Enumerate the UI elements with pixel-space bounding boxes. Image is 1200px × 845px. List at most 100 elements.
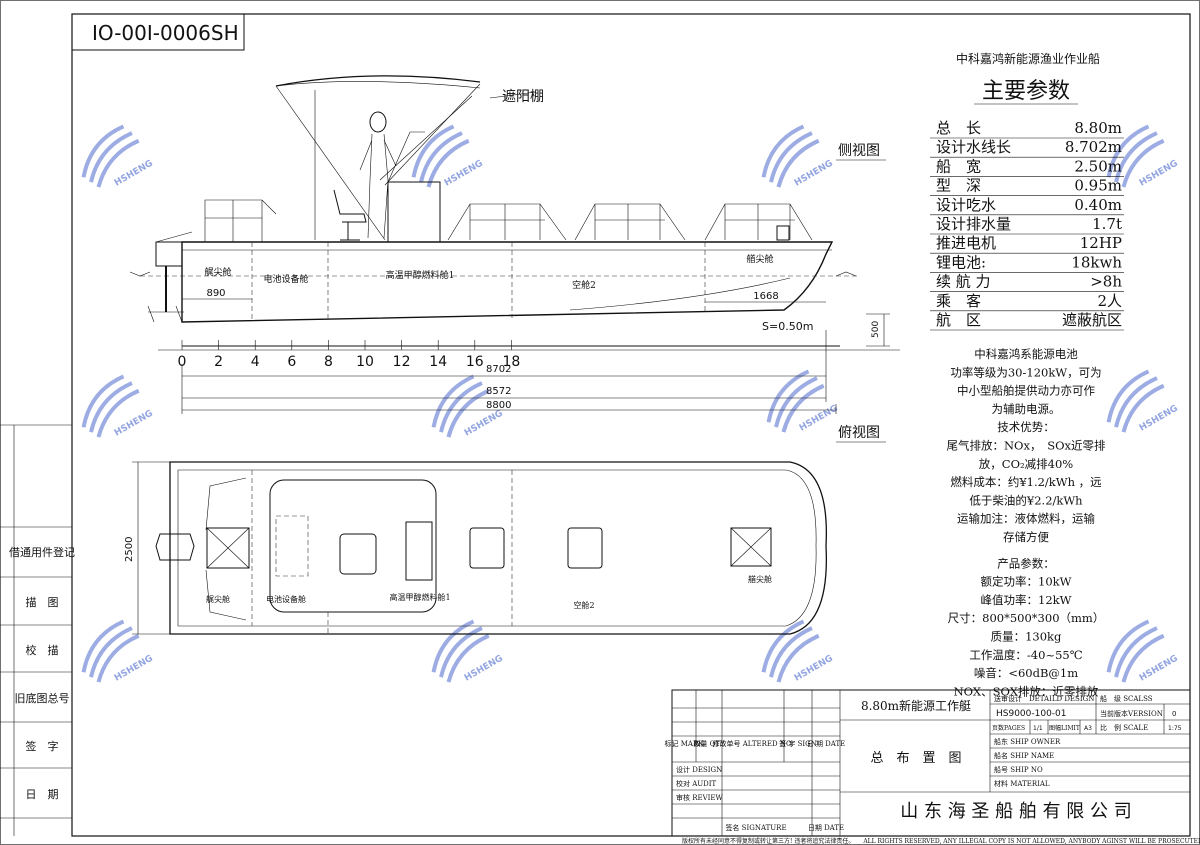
frame-spacing-label: S=0.50m <box>762 320 813 333</box>
watermark-logo: HSHENG <box>1106 369 1180 434</box>
description-line: 燃料成本：约¥1.2/kWh ，远 <box>950 475 1102 489</box>
tb-paper-label: 图幅LIMIT <box>1049 724 1080 732</box>
svg-text:HSHENG: HSHENG <box>463 654 505 684</box>
sunshade-strut <box>384 83 481 186</box>
svg-text:HSHENG: HSHENG <box>463 409 505 439</box>
tb-stage: 送审设计 DETAILD DESIGN <box>994 694 1094 703</box>
svg-text:HSHENG: HSHENG <box>1138 159 1180 189</box>
watermark-logo: HSHENG <box>81 619 155 684</box>
fore-peak-label: 艏尖舱 <box>748 574 772 584</box>
fuel-tank-label: 高温甲醇燃料舱1 <box>389 592 450 602</box>
tb-version: 0 <box>1172 710 1176 718</box>
dim-8800: 8800 <box>486 400 511 411</box>
spec-label: 总 长 <box>936 119 981 137</box>
svg-text:HSHENG: HSHENG <box>443 159 485 189</box>
watermark-logo: HSHENG <box>431 374 505 439</box>
frame-tick-label: 6 <box>287 354 296 370</box>
spec-value: 2.50m <box>1074 157 1122 175</box>
spec-value: >8h <box>1090 273 1122 291</box>
sidebar-label: 描 图 <box>26 595 59 609</box>
frame-tick-label: 16 <box>466 354 484 370</box>
sunshade-leader <box>489 91 537 99</box>
side-view-label: 侧视图 <box>838 143 880 159</box>
spec-label: 设计吃水 <box>936 196 996 214</box>
spec-label: 设计排水量 <box>936 215 1011 233</box>
watermark-logo: HSHENG <box>761 124 835 189</box>
railing-3 <box>704 203 813 241</box>
tb-version-label: 当前版本VERSION <box>1100 709 1163 718</box>
aft-peak-label: 艉尖舱 <box>206 594 230 604</box>
spec-label: 船 宽 <box>936 157 981 175</box>
spec-value: 8.80m <box>1074 119 1122 137</box>
aft-rail <box>205 477 247 621</box>
hatch <box>567 527 603 569</box>
spec-label: 航 区 <box>936 311 981 329</box>
title-block: 标记 MARK 数量 QTY 修改单号 ALTERED NO. 签 字 SIGN… <box>665 689 1191 837</box>
watermark-logo: HSHENG <box>766 369 840 434</box>
aft-peak-label: 艉尖舱 <box>204 266 231 278</box>
description-line: 工作温度：-40~55℃ <box>969 648 1082 662</box>
battery-room-label: 电池设备舱 <box>263 273 308 285</box>
tb-pages: 1/1 <box>1033 725 1043 732</box>
description-line: 噪音：<60dB@1m <box>974 666 1078 680</box>
description-line: 运输加注：液体燃料，运输 <box>957 512 1095 526</box>
tb-qty-label: 数量 QTY <box>693 739 725 748</box>
console-top <box>405 521 433 581</box>
description-line: 功率等级为30-120kW，可为 <box>950 365 1101 379</box>
description-line: 中小型船舶提供动力亦可作 <box>957 384 1095 398</box>
sunshade-strut <box>275 85 386 241</box>
sidebar-label: 日 期 <box>26 788 59 801</box>
frame-tick-label: 4 <box>251 354 260 370</box>
spec-label: 推进电机 <box>936 234 996 252</box>
hatch <box>469 527 505 569</box>
frame-tick-label: 2 <box>214 354 223 370</box>
frame-tick-label: 12 <box>393 354 411 370</box>
spec-label: 乘 客 <box>936 292 981 310</box>
spec-value: 0.95m <box>1074 177 1122 195</box>
watermark-logo: HSHENG <box>431 619 505 684</box>
spec-label: 设计水线长 <box>936 138 1011 156</box>
svg-text:HSHENG: HSHENG <box>1138 404 1180 434</box>
tb-audit-label: 校对 AUDIT <box>676 779 717 788</box>
sidebar-label: 借通用件登记 <box>9 545 75 559</box>
dim-1668: 1668 <box>753 291 778 302</box>
railing-2 <box>574 203 686 241</box>
cabin-area <box>269 479 437 613</box>
dim-500: 500 <box>871 321 881 338</box>
spec-value: 1.7t <box>1092 215 1122 233</box>
spec-value: 18kwh <box>1071 253 1122 271</box>
frame-tick-label: 8 <box>324 354 333 370</box>
company-name: 山 东 海 圣 船 舶 有 限 公 司 <box>900 801 1132 822</box>
tb-altered-label: 修改单号 ALTERED NO. <box>712 739 793 748</box>
railing-1 <box>447 203 567 241</box>
bollard <box>776 225 790 241</box>
description-line: 产品参数： <box>997 556 1055 570</box>
top-view-label: 俯视图 <box>838 425 880 441</box>
spec-value: 12HP <box>1080 234 1122 252</box>
sunshade-label: 遮阳棚 <box>502 89 544 105</box>
dim-2500: 2500 <box>124 537 135 562</box>
top-view: 2500 艉尖舱 电池设备舱 高温甲醇燃料舱1 空舱2 艏尖舱 <box>124 461 828 635</box>
spec-value: 2人 <box>1097 292 1122 310</box>
svg-text:HSHENG: HSHENG <box>793 159 835 189</box>
console-box <box>387 181 441 243</box>
svg-text:HSHENG: HSHENG <box>113 654 155 684</box>
description-line: 尺寸：800*500*300（mm） <box>948 611 1105 625</box>
dim-890: 890 <box>206 288 225 299</box>
sidebar-label: 校 描 <box>26 643 59 657</box>
tb-date-label: 日 期 DATE <box>807 740 846 748</box>
tb-scale-label: 比 例 SCALE <box>1100 723 1148 732</box>
watermark-logo: HSHENG <box>411 124 485 189</box>
void-label: 空舱2 <box>572 279 596 291</box>
frame-tick-label: 14 <box>429 354 447 370</box>
dim-8572: 8572 <box>486 386 511 397</box>
watermark-logo: HSHENG <box>761 619 835 684</box>
sidebar-label: 签 字 <box>26 739 59 753</box>
watermark-logo: HSHENG <box>81 124 155 189</box>
description-line: 质量：130kg <box>991 630 1062 644</box>
vessel-name: 8.80m新能源工作艇 <box>861 698 971 713</box>
spec-label: 续 航 力 <box>936 273 991 291</box>
tb-ship-no-label: 船号 SHIP NO <box>994 765 1043 774</box>
pilot-head <box>369 111 387 133</box>
